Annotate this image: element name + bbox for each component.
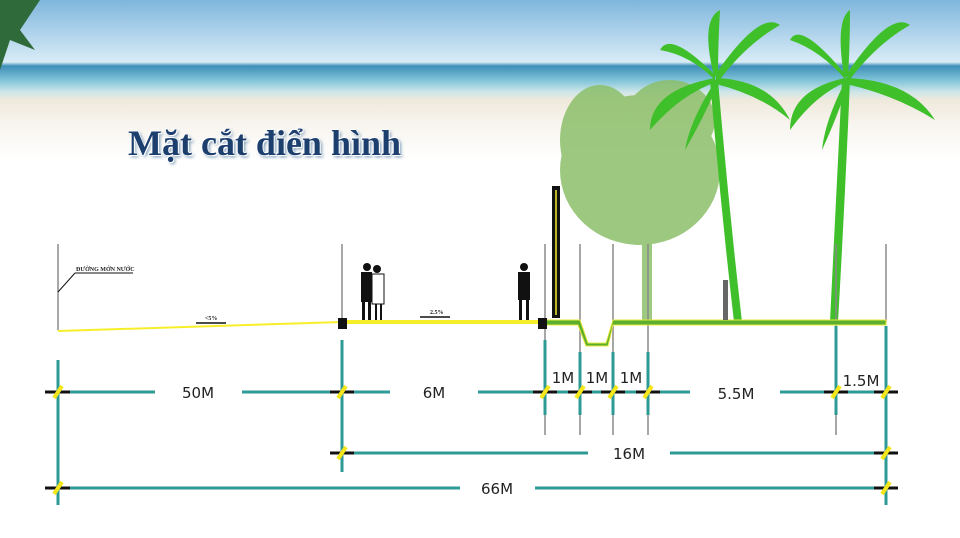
dim-6m: 6M [423,384,446,402]
dim-1-5m: 1.5M [843,372,880,390]
green-strip [544,319,887,347]
beach-background [0,0,960,160]
pedestrian-icon [518,263,530,320]
dim-1m-b: 1M [586,369,609,387]
slope-walkway-label: 2.5% [430,310,444,316]
palm-tree-icon [650,10,790,322]
dimension-end-marks [45,390,898,490]
dim-1m-c: 1M [620,369,643,387]
dim-5-5m: 5.5M [718,385,755,403]
bollard-icon [538,318,547,329]
water-line-label: ĐƯỜNG MỚN NƯỚC [76,265,135,273]
bollard-light-icon [723,280,728,320]
dim-50m: 50M [182,384,214,402]
dim-16m: 16M [613,445,645,463]
slope-left-label: <5% [205,316,217,322]
corner-palm-icon [0,0,40,70]
beach-slope [57,321,343,332]
dimension-extension-lines [56,326,888,505]
reference-lines [57,244,887,435]
dimension-tick-marks [52,384,892,496]
dim-1m-a: 1M [552,369,575,387]
bollard-icon [338,318,347,329]
tree-icon [560,80,720,322]
palm-tree-icon [790,10,935,322]
dim-66m: 66M [481,480,513,498]
dimension-lines [58,390,886,490]
page-title: Mặt cắt điển hình [128,123,402,163]
pedestrians-icon [361,263,385,320]
